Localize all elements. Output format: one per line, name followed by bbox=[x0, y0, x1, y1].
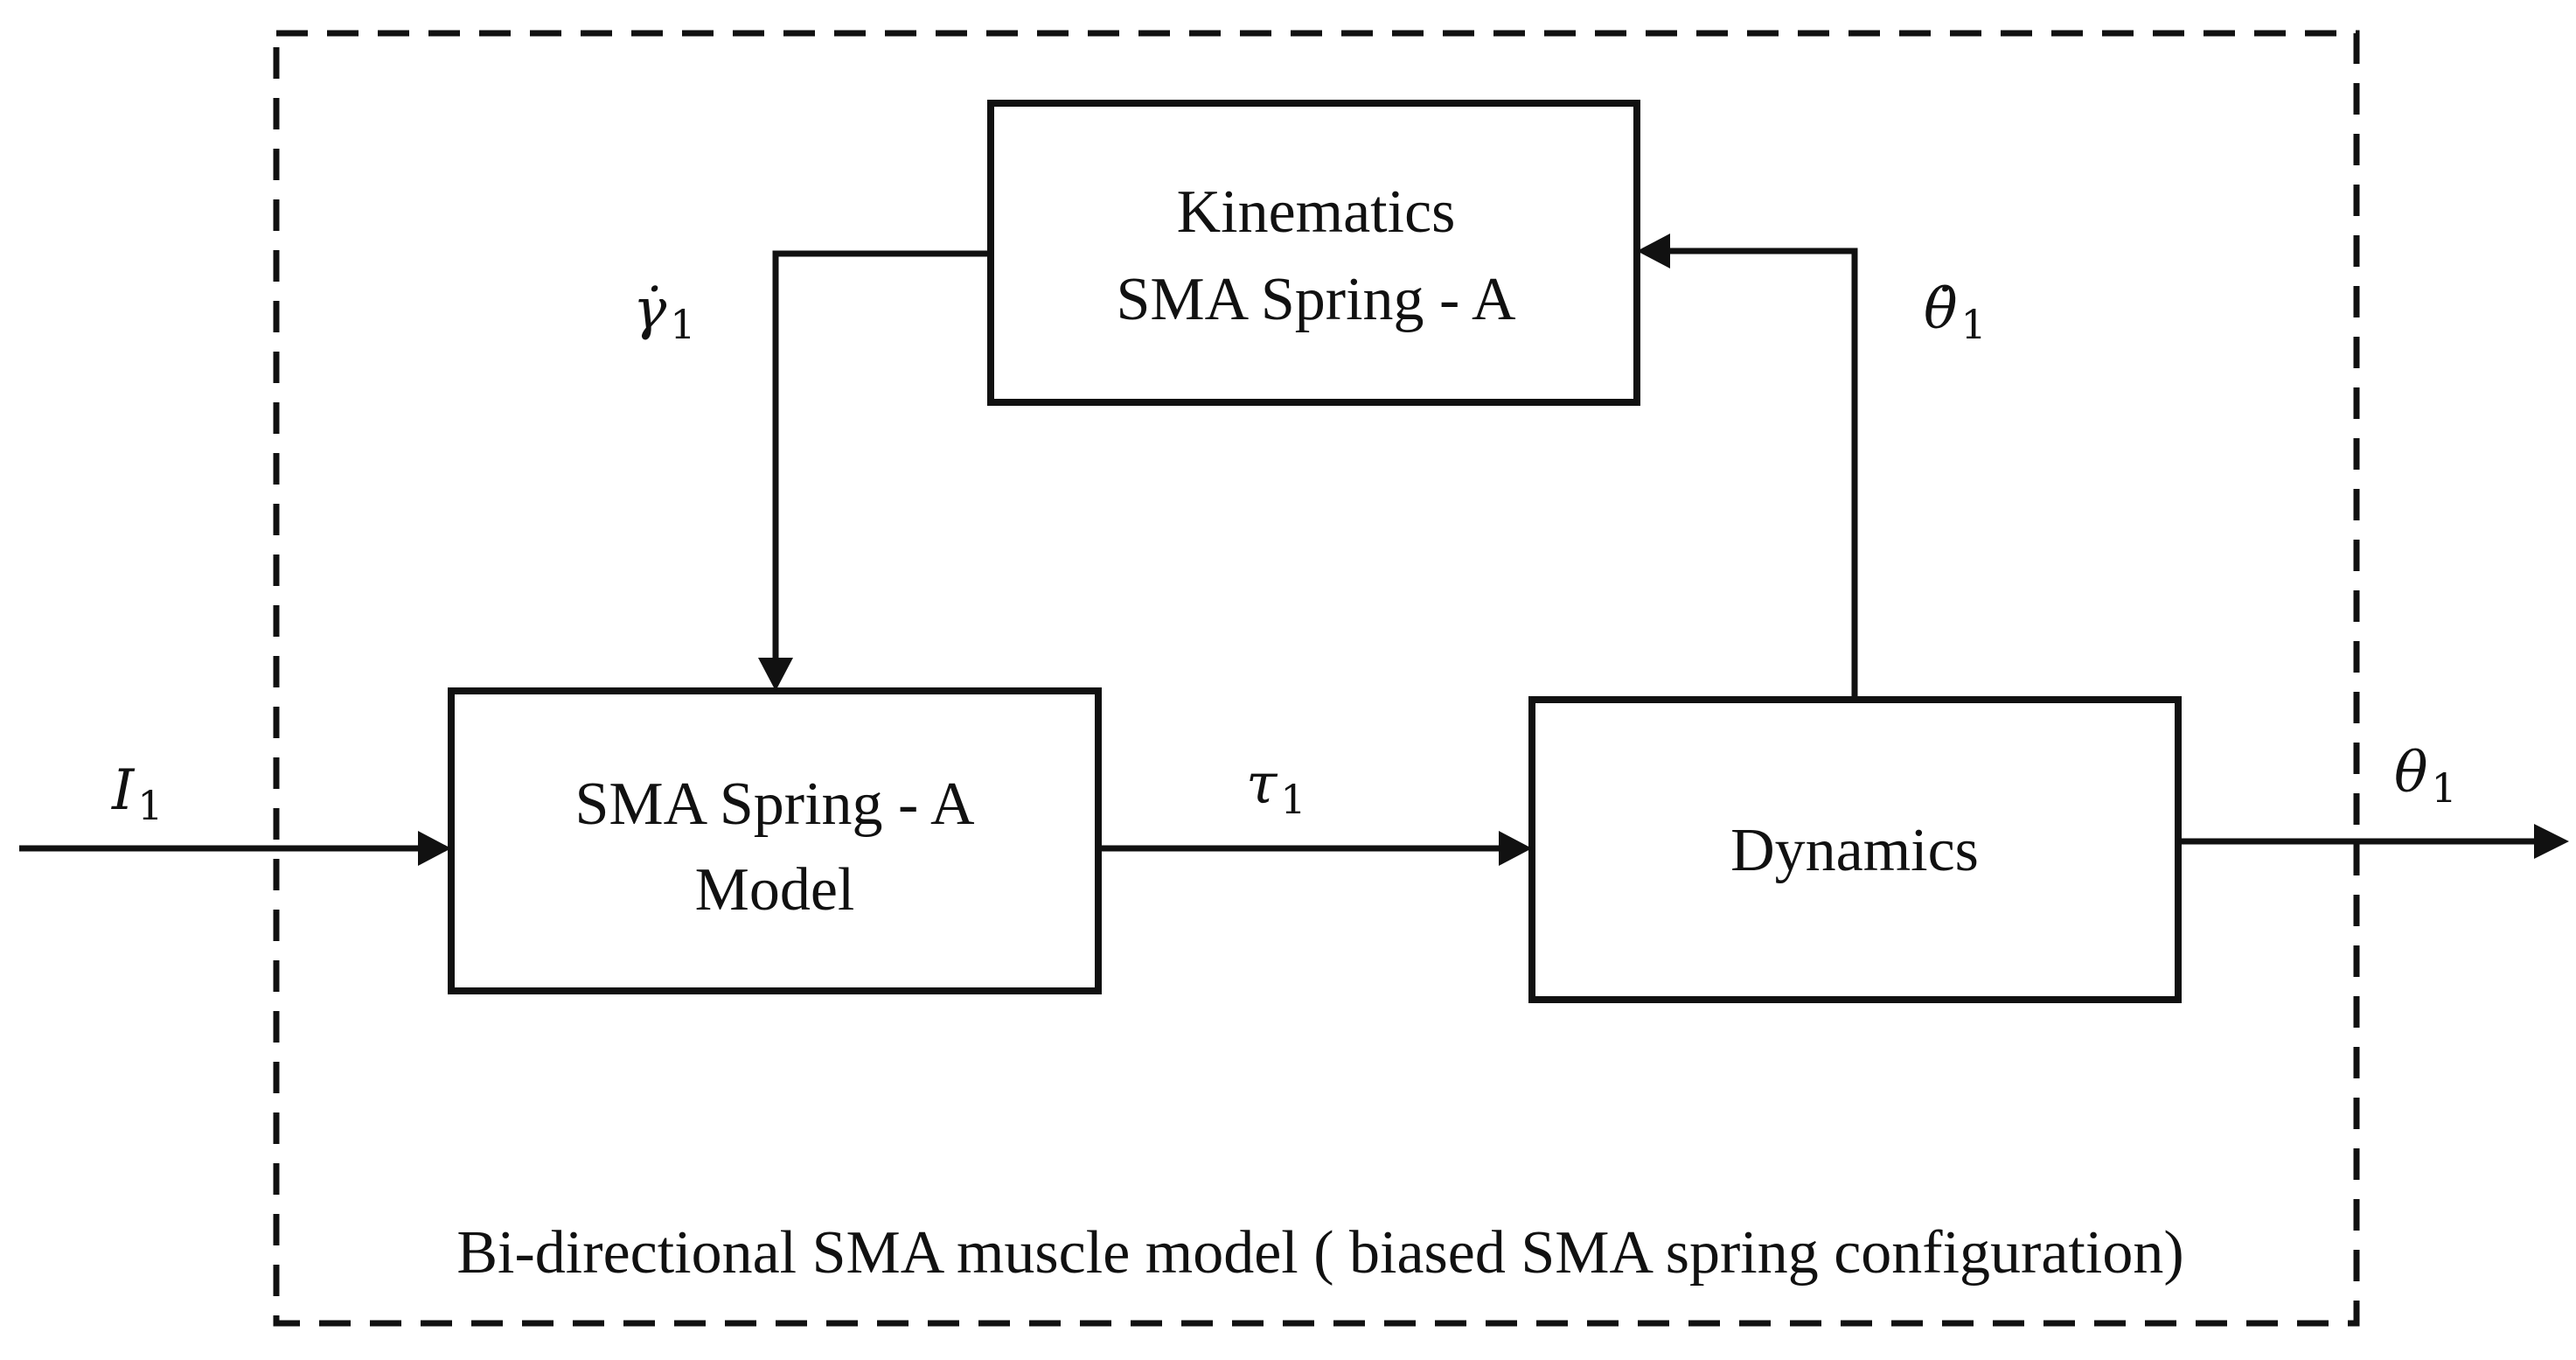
kinematics-block: Kinematics SMA Spring - A bbox=[987, 100, 1640, 406]
model-boundary-frame bbox=[273, 30, 2360, 1327]
angular-velocity-label: θ̇1 bbox=[1924, 277, 1987, 348]
spring-model-block-label-line1: SMA Spring - A bbox=[574, 771, 974, 838]
spring-model-block-label-line2: Model bbox=[695, 856, 855, 924]
output-angle-wire bbox=[2178, 824, 2569, 859]
spring-model-block: SMA Spring - A Model bbox=[448, 687, 1102, 994]
input-current-label: I1 bbox=[111, 758, 164, 829]
torque-wire bbox=[1098, 831, 1532, 866]
strain-rate-label: γ̇1 bbox=[633, 277, 696, 348]
dynamics-block-label: Dynamics bbox=[1730, 817, 1979, 884]
torque-label: τ1 bbox=[1246, 752, 1306, 823]
dynamics-block: Dynamics bbox=[1528, 696, 2182, 1003]
diagram-caption: Bi-directional SMA muscle model ( biased… bbox=[456, 1219, 2183, 1287]
kinematics-block-label-line2: SMA Spring - A bbox=[1116, 266, 1515, 333]
strain-rate-wire bbox=[758, 250, 991, 691]
angular-velocity-feedback-wire bbox=[1637, 234, 1858, 700]
kinematics-block-label-line1: Kinematics bbox=[1177, 178, 1456, 246]
output-angle-label: θ1 bbox=[2394, 741, 2457, 812]
input-current-wire bbox=[19, 831, 451, 866]
